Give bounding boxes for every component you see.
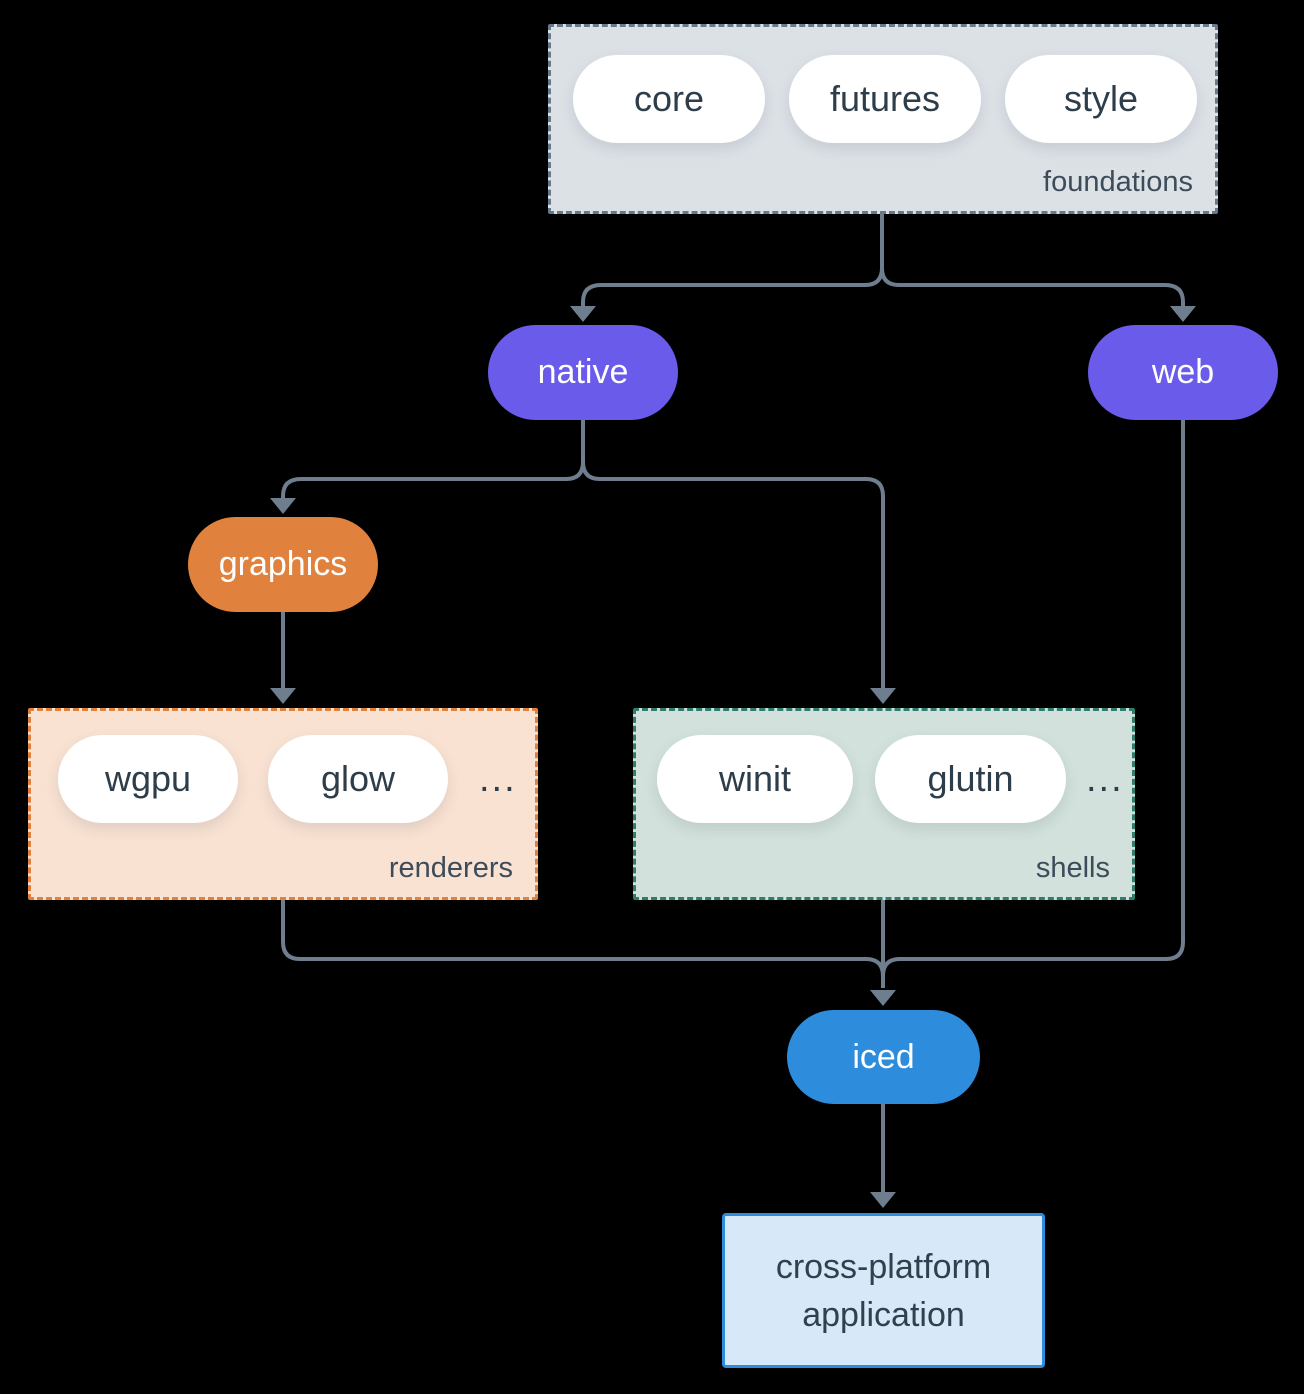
edge-native-to-shells bbox=[581, 420, 885, 688]
renderers-group: wgpu glow ... renderers bbox=[28, 708, 538, 900]
winit-pill-label: winit bbox=[718, 758, 792, 799]
core-pill-label: core bbox=[633, 78, 705, 119]
shells-ellipsis: ... bbox=[1086, 757, 1124, 800]
arrowhead-web bbox=[1170, 306, 1196, 322]
edge-foundations-to-native bbox=[581, 214, 884, 306]
glow-pill-label: glow bbox=[320, 758, 396, 799]
edge-foundations-to-web bbox=[880, 214, 1185, 306]
renderers-group-label: renderers bbox=[388, 852, 513, 884]
wgpu-pill: wgpu bbox=[58, 735, 238, 823]
shells-group: winit glutin ... shells bbox=[633, 708, 1135, 900]
foundations-group: core futures style foundations bbox=[548, 24, 1218, 214]
cross-platform-application-box: cross-platform application bbox=[722, 1213, 1045, 1368]
native-node-label: native bbox=[537, 353, 629, 391]
arrowhead-graphics bbox=[270, 498, 296, 514]
application-label-line1: cross-platform bbox=[775, 1247, 992, 1286]
iced-node: iced bbox=[787, 1010, 980, 1104]
futures-pill: futures bbox=[789, 55, 981, 143]
foundations-group-label: foundations bbox=[1043, 166, 1193, 198]
edge-renderers-to-iced bbox=[281, 900, 885, 977]
arrowhead-renderers bbox=[270, 688, 296, 704]
glutin-pill: glutin bbox=[875, 735, 1066, 823]
native-node: native bbox=[488, 325, 678, 420]
glutin-pill-label: glutin bbox=[927, 758, 1014, 799]
shells-group-label: shells bbox=[1035, 852, 1110, 884]
style-pill-label: style bbox=[1063, 78, 1139, 119]
renderers-ellipsis: ... bbox=[479, 757, 517, 800]
style-pill: style bbox=[1005, 55, 1197, 143]
web-node-label: web bbox=[1151, 353, 1215, 391]
iced-node-label: iced bbox=[852, 1037, 915, 1076]
edge-native-to-graphics bbox=[281, 420, 585, 498]
wgpu-pill-label: wgpu bbox=[104, 758, 192, 799]
graphics-node: graphics bbox=[188, 517, 378, 612]
application-label-line2: application bbox=[802, 1295, 965, 1334]
core-pill: core bbox=[573, 55, 765, 143]
graphics-node-label: graphics bbox=[218, 545, 348, 583]
arrowhead-application bbox=[870, 1192, 896, 1208]
futures-pill-label: futures bbox=[829, 78, 941, 119]
web-node: web bbox=[1088, 325, 1278, 420]
winit-pill: winit bbox=[657, 735, 853, 823]
glow-pill: glow bbox=[268, 735, 448, 823]
arrowhead-shells bbox=[870, 688, 896, 704]
arrowhead-iced bbox=[870, 990, 896, 1006]
arrowhead-native bbox=[570, 306, 596, 322]
